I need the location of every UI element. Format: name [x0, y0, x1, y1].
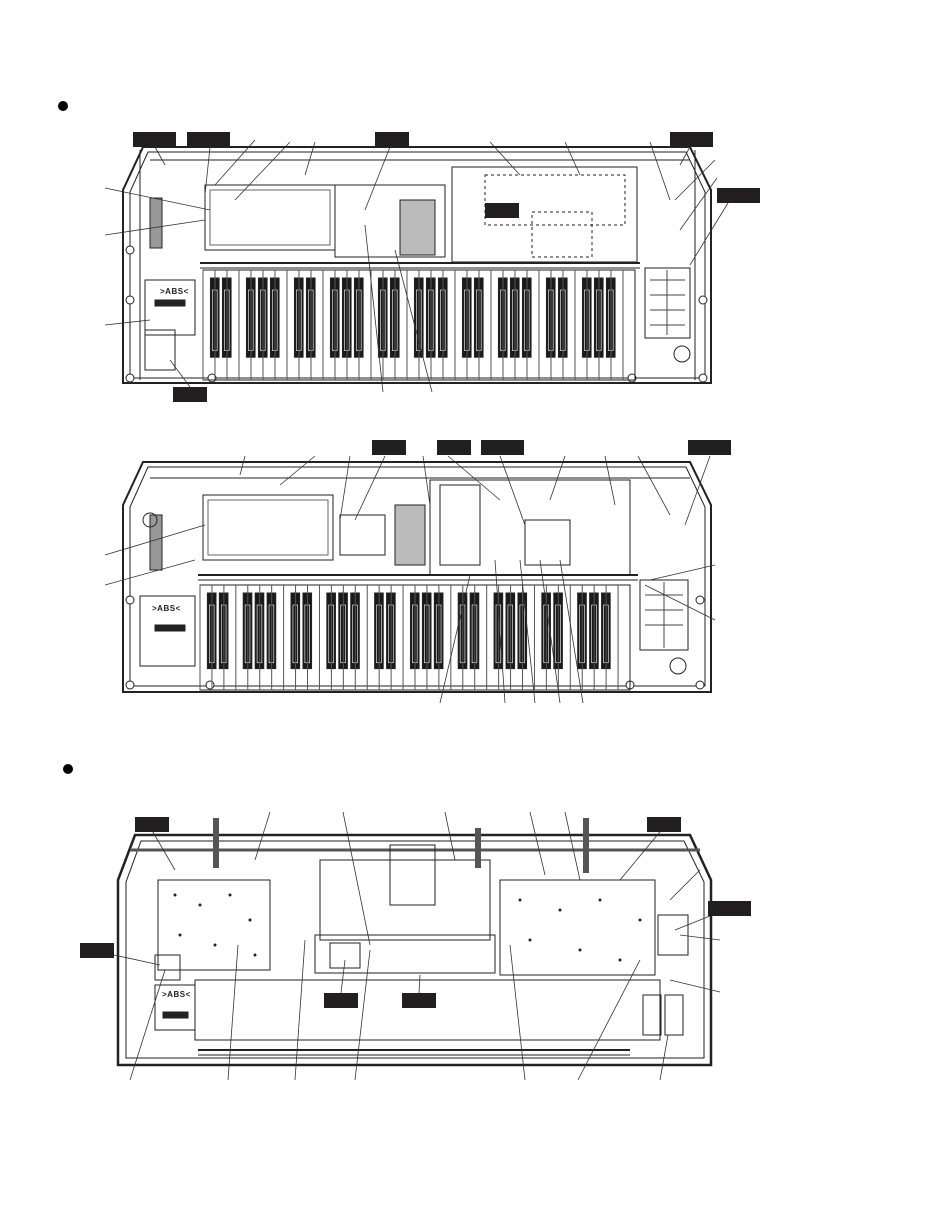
callout-label-top-view-2-2: [481, 440, 524, 455]
callout-label-top-view-1-3: [670, 132, 713, 147]
view-2-keyboard: [199, 584, 631, 691]
callout-label-top-view-1-0: [133, 132, 176, 147]
callout-label-bottom-view-1: [647, 817, 681, 832]
abs-logo-2: >ABS<: [152, 604, 181, 613]
section-bullet-2: [63, 764, 73, 774]
callout-label-top-view-1-4: [717, 188, 760, 203]
callout-label-top-view-1-6: [173, 387, 207, 402]
callout-label-bottom-view-0: [135, 817, 169, 832]
callout-label-top-view-1-1: [187, 132, 230, 147]
callout-label-top-view-2-0: [372, 440, 406, 455]
callout-label-bottom-view-4: [324, 993, 358, 1008]
callout-label-bottom-view-5: [402, 993, 436, 1008]
section-bullet-1: [58, 101, 68, 111]
callout-label-top-view-1-5: [485, 203, 519, 218]
callout-label-top-view-2-3: [688, 440, 731, 455]
leader-lines: [104, 139, 729, 1081]
view-3-chassis: [116, 818, 713, 1067]
abs-logo-3: >ABS<: [162, 990, 191, 999]
callout-label-bottom-view-2: [708, 901, 751, 916]
callout-label-top-view-2-1: [437, 440, 471, 455]
abs-logo-1: >ABS<: [160, 287, 189, 296]
view-1-keyboard: [202, 269, 636, 381]
callout-label-bottom-view-3: [80, 943, 114, 958]
callout-label-top-view-1-2: [375, 132, 409, 147]
view-2-chassis: [122, 461, 712, 693]
